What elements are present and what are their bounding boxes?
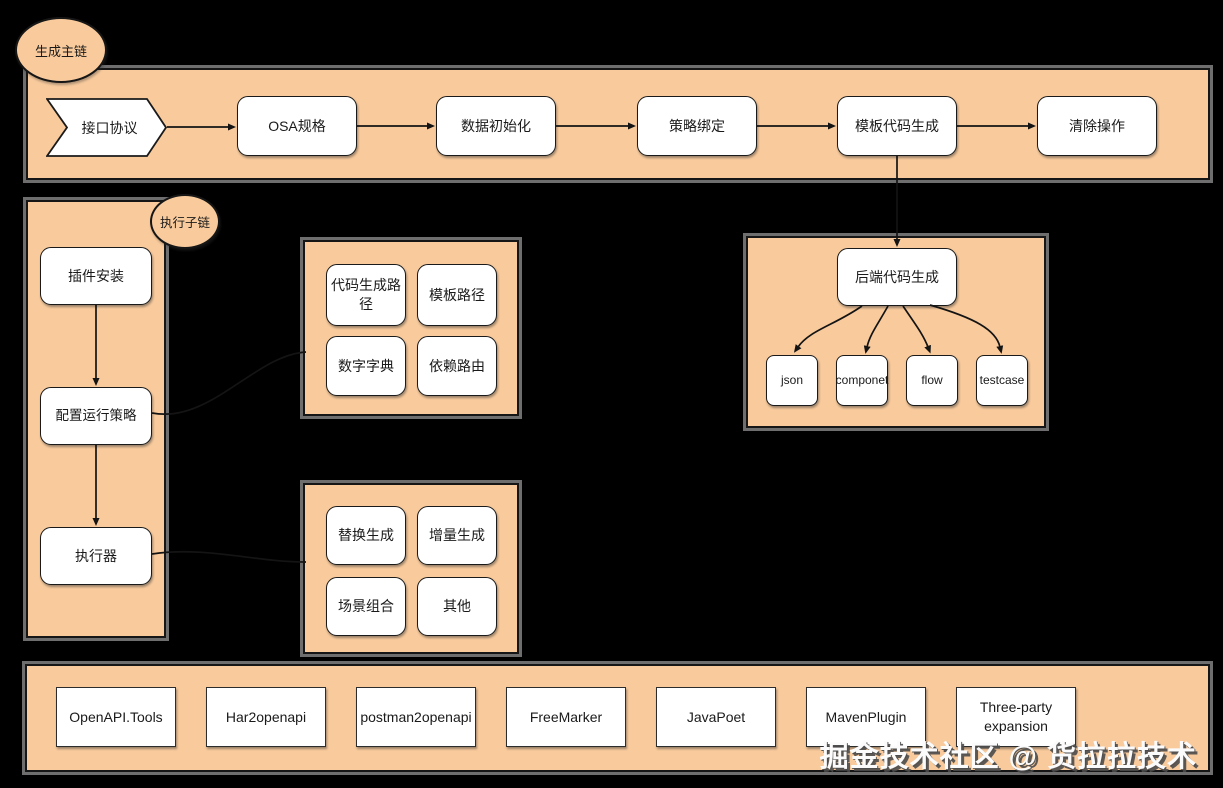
node-replace-gen: 替换生成 [326,506,406,565]
node-backend-codegen: 后端代码生成 [837,248,957,306]
node-clear-op: 清除操作 [1037,96,1157,156]
node-label: Har2openapi [225,708,307,725]
node-label: 数字字典 [338,357,394,374]
node-label: Three-party expansion [979,699,1053,734]
node-tool-postman2openapi: postman2openapi [356,687,476,747]
node-label: testcase [979,373,1025,388]
node-label: JavaPoet [686,708,746,725]
node-label: componet [835,373,889,388]
node-increment-gen: 增量生成 [417,506,497,565]
node-data-init: 数据初始化 [436,96,556,156]
node-output-testcase: testcase [976,355,1028,406]
node-strategy-bind: 策略绑定 [637,96,757,156]
node-label: 接口协议 [81,119,138,136]
node-label: 其他 [443,598,471,615]
main-chain-label-ellipse: 生成主链 [15,17,107,83]
node-tool-three-party: Three-party expansion [956,687,1076,747]
node-label: 配置运行策略 [55,407,137,423]
node-output-json: json [766,355,818,406]
node-label: 依赖路由 [429,357,485,374]
node-osa-spec: OSA规格 [237,96,357,156]
chevron-shape [46,98,167,157]
node-interface-protocol: 接口协议 [46,98,167,157]
node-label: 增量生成 [429,527,485,544]
node-label: 执行器 [75,547,117,564]
node-label: 模板代码生成 [855,117,939,134]
node-label: 插件安装 [68,267,124,284]
node-template-codegen: 模板代码生成 [837,96,957,156]
node-executor: 执行器 [40,527,152,585]
node-label: 替换生成 [338,527,394,544]
node-tool-javapoet: JavaPoet [656,687,776,747]
node-label: 后端代码生成 [855,268,939,285]
node-plugin-install: 插件安装 [40,247,152,305]
main-chain-container [26,68,1210,180]
node-digital-dict: 数字字典 [326,336,406,396]
node-label: FreeMarker [529,708,603,725]
node-label: 代码生成路径 [331,277,401,312]
node-tool-openapi-tools: OpenAPI.Tools [56,687,176,747]
link-config-to-config-group [151,351,307,416]
node-label: 模板路径 [429,286,485,303]
node-scene-combine: 场景组合 [326,577,406,636]
node-other: 其他 [417,577,497,636]
node-codegen-path: 代码生成路径 [326,264,406,326]
node-run-strategy-config: 配置运行策略 [40,387,152,445]
node-label: OpenAPI.Tools [69,708,163,725]
node-dependency-route: 依赖路由 [417,336,497,396]
watermark-text: 掘金技术社区 @ 货拉拉技术 [819,741,1197,773]
main-chain-label: 生成主链 [34,43,87,59]
sub-chain-label: 执行子链 [159,216,210,230]
node-tool-mavenplugin: MavenPlugin [806,687,926,747]
node-output-flow: flow [906,355,958,406]
node-label: OSA规格 [268,117,326,134]
node-label: flow [921,373,943,388]
sub-chain-label-ellipse: 执行子链 [150,194,220,249]
node-label: MavenPlugin [825,708,907,725]
node-label: 数据初始化 [461,117,531,134]
node-template-path: 模板路径 [417,264,497,326]
node-tool-har2openapi: Har2openapi [206,687,326,747]
node-label: postman2openapi [360,708,472,725]
node-output-componet: componet [836,355,888,406]
node-label: json [780,373,803,388]
node-tool-freemarker: FreeMarker [506,687,626,747]
node-label: 策略绑定 [669,117,725,134]
node-label: 清除操作 [1069,117,1125,134]
node-label: 场景组合 [338,598,394,615]
link-executor-to-strategy-group [151,550,307,563]
